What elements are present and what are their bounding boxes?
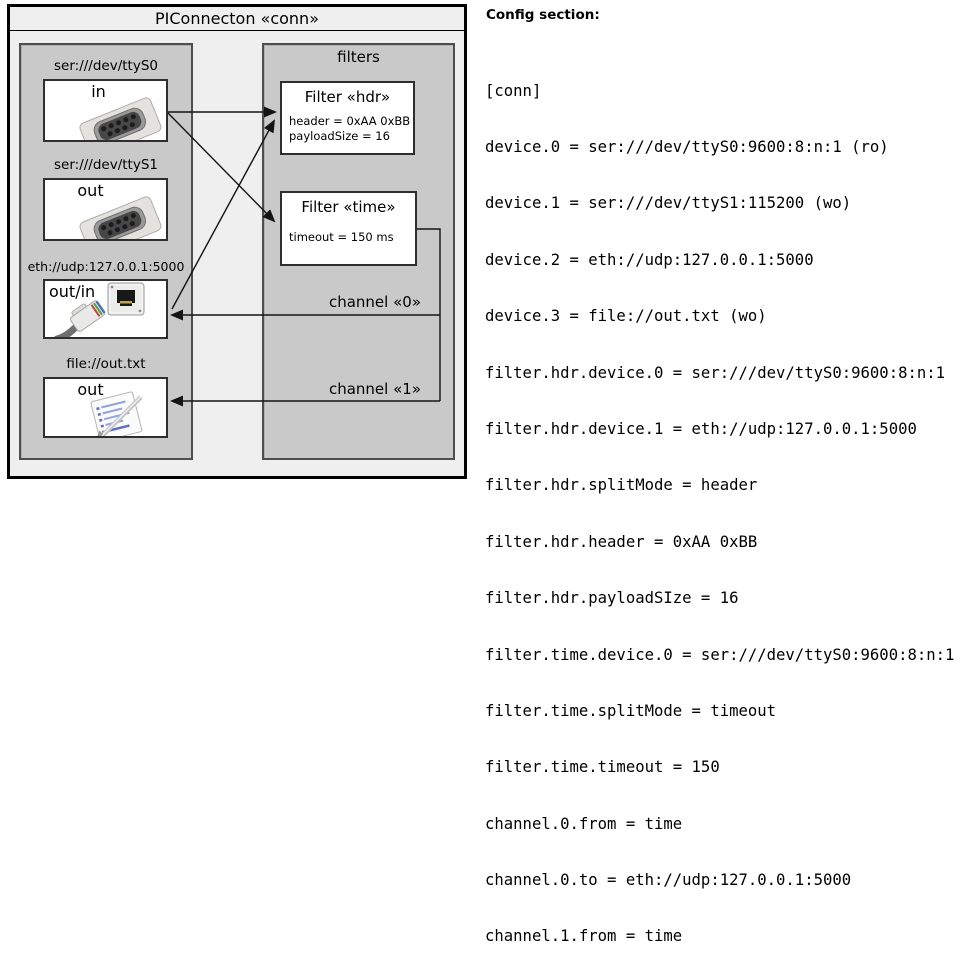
config-line: channel.1.from = time xyxy=(485,927,683,946)
config-line: filter.time.device.0 = ser:///dev/ttyS0:… xyxy=(485,645,955,664)
device-box-ttys0: in xyxy=(43,79,168,142)
page: { "diagram": { "title": "PIConnecton «co… xyxy=(7,4,955,946)
serial-port-icon xyxy=(79,196,162,239)
ethernet-jack-icon xyxy=(107,282,145,316)
piconnector-diagram: PIConnecton «conn» ser:///dev/ttyS0 in xyxy=(7,4,467,479)
filter-prop: payloadSize = 16 xyxy=(289,129,390,143)
config-line: channel.0.to = eth://udp:127.0.0.1:5000 xyxy=(485,871,852,890)
device-box-ttys1: out xyxy=(43,178,168,241)
config-section: [conn] device.0 = ser:///dev/ttyS0:9600:… xyxy=(485,44,960,968)
filter-prop: header = 0xAA 0xBB xyxy=(289,114,411,128)
config-line: filter.time.splitMode = timeout xyxy=(485,701,777,720)
filters-panel: filters Filter «hdr» header = 0xAA 0xBB … xyxy=(262,43,455,460)
channel-0-label: channel «0» xyxy=(328,293,421,311)
filter-box-time: Filter «time» timeout = 150 ms xyxy=(280,191,417,266)
config-line: filter.hdr.splitMode = header xyxy=(485,476,758,495)
device-uri-label: ser:///dev/ttyS1 xyxy=(54,157,158,173)
device-mode-label: in xyxy=(91,82,106,101)
config-line: device.2 = eth://udp:127.0.0.1:5000 xyxy=(485,250,814,269)
config-line: device.3 = file://out.txt (wo) xyxy=(485,307,767,326)
device-mode-label: out xyxy=(77,380,104,399)
filter-title: Filter «hdr» xyxy=(304,88,391,106)
config-line: filter.hdr.device.0 = ser:///dev/ttyS0:9… xyxy=(485,363,946,382)
device-uri-label: eth://udp:127.0.0.1:5000 xyxy=(27,259,185,274)
filter-prop: timeout = 150 ms xyxy=(289,230,394,244)
serial-port-icon xyxy=(79,97,162,140)
config-line: filter.hdr.header = 0xAA 0xBB xyxy=(485,532,758,551)
device-box-eth: out/in xyxy=(43,279,168,339)
filters-panel-title: filters xyxy=(337,48,380,66)
config-heading: Config section: xyxy=(486,7,600,23)
config-line: device.0 = ser:///dev/ttyS0:9600:8:n:1 (… xyxy=(485,137,889,156)
filter-box-hdr: Filter «hdr» header = 0xAA 0xBB payloadS… xyxy=(280,81,415,155)
config-line: [conn] xyxy=(485,81,542,100)
config-line: channel.0.from = time xyxy=(485,814,683,833)
diagram-title: PIConnecton «conn» xyxy=(10,7,464,31)
ethernet-plug-icon xyxy=(54,300,106,337)
device-uri-label: file://out.txt xyxy=(66,356,146,372)
config-line: filter.hdr.device.1 = eth://udp:127.0.0.… xyxy=(485,419,917,438)
device-mode-label: out/in xyxy=(49,282,96,301)
filter-title: Filter «time» xyxy=(301,198,396,216)
device-box-file: out xyxy=(43,377,168,438)
devices-panel: ser:///dev/ttyS0 in ser:///dev/t xyxy=(19,43,193,460)
config-line: filter.time.timeout = 150 xyxy=(485,758,720,777)
channel-1-label: channel «1» xyxy=(328,380,421,398)
device-uri-label: ser:///dev/ttyS0 xyxy=(54,58,158,74)
config-line: filter.hdr.payloadSIze = 16 xyxy=(485,589,739,608)
notepad-icon xyxy=(90,391,143,436)
config-line: device.1 = ser:///dev/ttyS1:115200 (wo) xyxy=(485,194,852,213)
device-mode-label: out xyxy=(77,181,104,200)
